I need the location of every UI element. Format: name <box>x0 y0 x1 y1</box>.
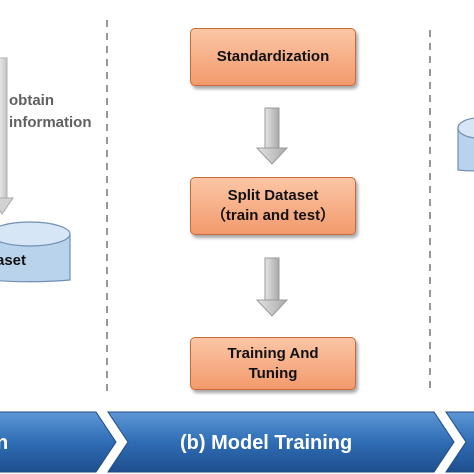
stage-label-model-training: (b) Model Training <box>180 432 353 454</box>
down-arrow-2-icon <box>255 257 289 317</box>
stage-chevron-middle <box>107 411 455 473</box>
standardization-box: Standardization <box>190 28 356 86</box>
stage-chevron-left <box>0 411 117 473</box>
down-arrow-1-icon <box>255 107 289 165</box>
split-dataset-box: Split Dataset （train and test） <box>190 177 356 235</box>
dataset-label: aset <box>0 252 27 269</box>
stage-label-left: n <box>0 432 9 454</box>
info-line-1: obtain <box>9 92 54 109</box>
info-line-2: information <box>9 114 92 131</box>
training-tuning-box: Training And Tuning <box>190 337 356 390</box>
box-sublabel: Tuning <box>248 364 298 382</box>
stage-chevron-right <box>445 411 474 473</box>
obtain-information-text: obtain information <box>9 90 92 134</box>
box-sublabel: （train and test） <box>210 207 336 224</box>
box-label: Standardization <box>216 48 330 65</box>
right-cylinder-icon <box>457 117 474 172</box>
down-arrow-left-icon <box>0 57 14 215</box>
box-label: Split Dataset <box>227 187 319 204</box>
box-label: Training And <box>227 344 319 362</box>
dataset-cylinder-icon <box>0 221 71 283</box>
